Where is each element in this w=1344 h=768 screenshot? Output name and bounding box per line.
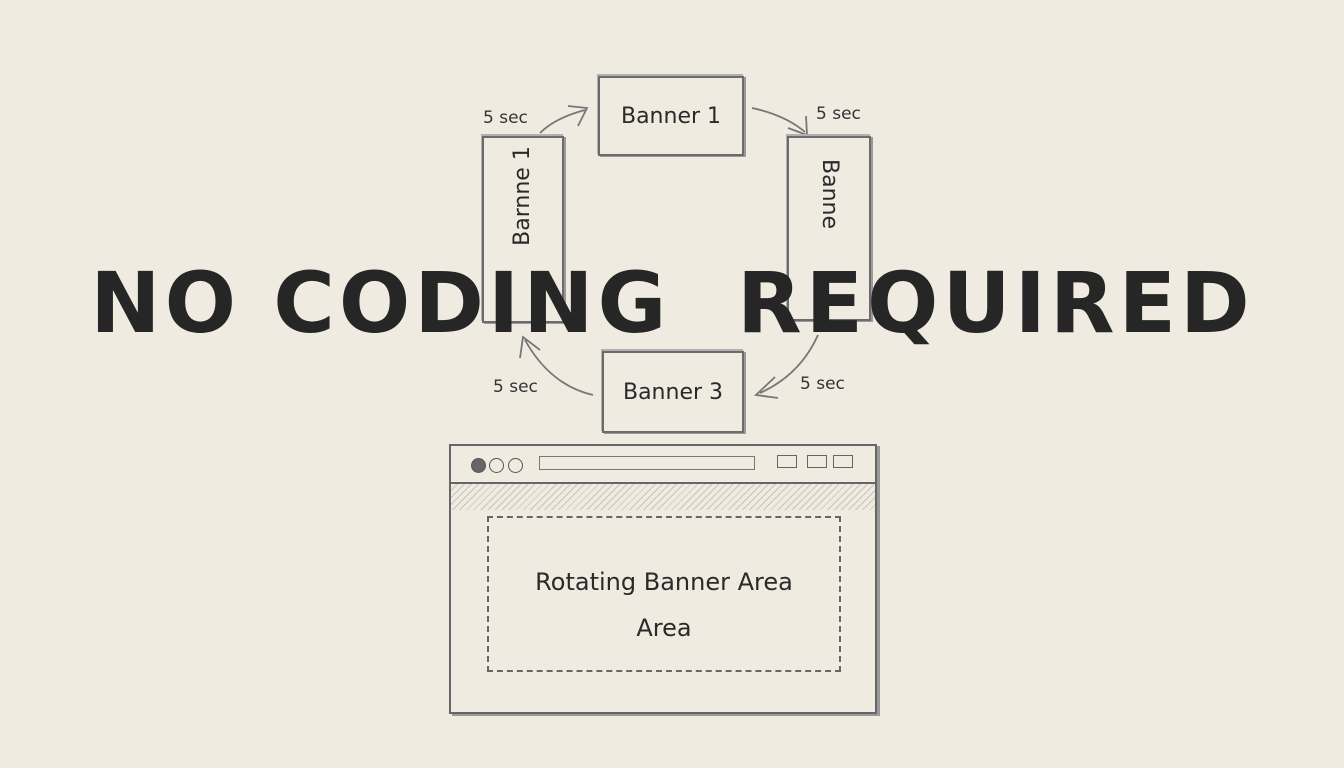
banner-left-label: Barnne 1: [510, 146, 535, 246]
hatched-header-strip: [451, 484, 875, 510]
banner-3-box: Banner 3: [602, 351, 744, 433]
interval-label: 5 sec: [483, 108, 528, 128]
arrow-top-to-right: [751, 107, 808, 137]
arrow-bottom-to-left: [519, 335, 594, 396]
interval-label: 5 sec: [816, 104, 861, 124]
toolbar-button-icon: [833, 455, 853, 468]
window-maximize-icon: [508, 458, 523, 473]
banner-left-box: Barnne 1: [482, 136, 564, 323]
window-close-icon: [471, 458, 486, 473]
address-bar: [539, 456, 755, 470]
toolbar-button-icon: [807, 455, 827, 468]
banner-area-label-extra: Area: [636, 614, 692, 642]
headline: NO CODING REQUIRED: [90, 254, 1254, 352]
window-minimize-icon: [489, 458, 504, 473]
banner-1-box: Banner 1: [598, 76, 744, 156]
banner-area-label: Rotating Banner Area: [535, 568, 793, 596]
browser-titlebar: [451, 446, 875, 484]
interval-label: 5 sec: [493, 377, 538, 397]
banner-1-label: Banner 1: [620, 103, 722, 129]
browser-window-sketch: Rotating Banner Area Area: [449, 444, 877, 714]
arrow-right-to-bottom: [754, 334, 819, 399]
interval-label: 5 sec: [800, 374, 845, 394]
arrow-left-to-top: [539, 105, 589, 134]
banner-3-label: Banner 3: [622, 379, 724, 405]
toolbar-button-icon: [777, 455, 797, 468]
banner-right-label: Banne: [817, 159, 842, 229]
rotating-banner-area: Rotating Banner Area Area: [487, 516, 841, 672]
banner-right-box: Banne: [787, 136, 871, 321]
